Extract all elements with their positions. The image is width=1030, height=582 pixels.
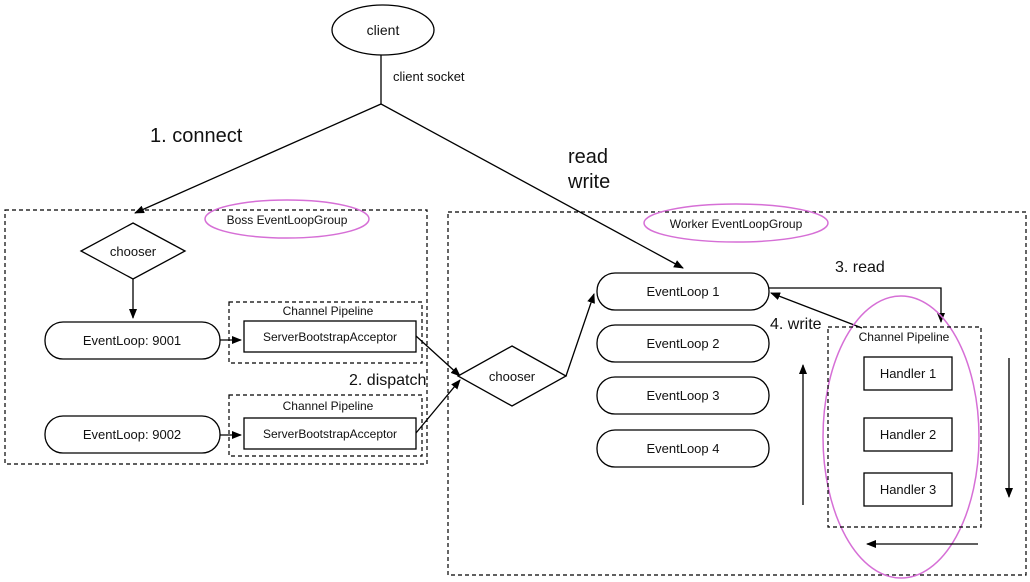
worker-chooser-diamond xyxy=(456,345,568,407)
handler-2-node xyxy=(863,417,953,452)
connect-arrow xyxy=(134,103,382,214)
read-write-arrow xyxy=(380,103,684,269)
dispatch-label: 2. dispatch xyxy=(349,372,426,389)
handler-3-node xyxy=(863,472,953,507)
handler-3-label: Handler 3 xyxy=(880,482,936,497)
step-write-label: 4. write xyxy=(770,316,822,333)
channel-pipeline-1-box xyxy=(228,301,423,364)
worker-chooser-label: chooser xyxy=(489,369,536,384)
eventloop-3-node xyxy=(596,376,770,415)
boss-chooser-label: chooser xyxy=(110,244,157,259)
eventloop-1-label: EventLoop 1 xyxy=(646,284,719,299)
write-label: write xyxy=(567,171,610,193)
acceptor-1-label: ServerBootstrapAcceptor xyxy=(263,330,397,344)
handler-2-label: Handler 2 xyxy=(880,427,936,442)
write-arrow xyxy=(770,292,863,329)
eventloop-2-label: EventLoop 2 xyxy=(646,336,719,351)
eventloop-1-node xyxy=(596,272,770,311)
client-socket-label: client socket xyxy=(393,69,465,84)
acceptor-1-dispatch-arrow xyxy=(415,335,461,377)
eventloop-3-label: EventLoop 3 xyxy=(646,388,719,403)
eventloop-2-node xyxy=(596,324,770,363)
worker-group-highlight xyxy=(643,203,829,243)
acceptor-2-label: ServerBootstrapAcceptor xyxy=(263,427,397,441)
client-label: client xyxy=(367,22,400,38)
channel-pipeline-2-box xyxy=(228,394,423,457)
acceptor-2-dispatch-arrow xyxy=(415,379,461,434)
read-label: read xyxy=(568,146,608,168)
channel-pipeline-2-label: Channel Pipeline xyxy=(283,399,374,413)
step-read-label: 3. read xyxy=(835,259,885,276)
eventloop-4-node xyxy=(596,429,770,468)
handler-1-label: Handler 1 xyxy=(880,366,936,381)
acceptor-2-node xyxy=(243,417,417,450)
worker-group-label: Worker EventLoopGroup xyxy=(670,217,803,231)
boss-group-highlight xyxy=(204,199,370,239)
boss-group-label: Boss EventLoopGroup xyxy=(227,213,348,227)
chooser-to-eventloop-1-arrow xyxy=(565,293,595,377)
handler-1-node xyxy=(863,356,953,391)
eventloop-4-label: EventLoop 4 xyxy=(646,441,719,456)
worker-pipeline-box xyxy=(827,326,982,528)
worker-group-box xyxy=(447,211,1027,576)
worker-pipeline-label: Channel Pipeline xyxy=(859,330,950,344)
eventloop-9002-label: EventLoop: 9002 xyxy=(83,427,181,442)
read-arrow xyxy=(769,287,945,323)
client-node xyxy=(331,4,435,56)
pipeline-highlight xyxy=(822,295,980,579)
connect-label: 1. connect xyxy=(150,125,243,147)
channel-pipeline-1-label: Channel Pipeline xyxy=(283,304,374,318)
eventloop-9001-label: EventLoop: 9001 xyxy=(83,333,181,348)
